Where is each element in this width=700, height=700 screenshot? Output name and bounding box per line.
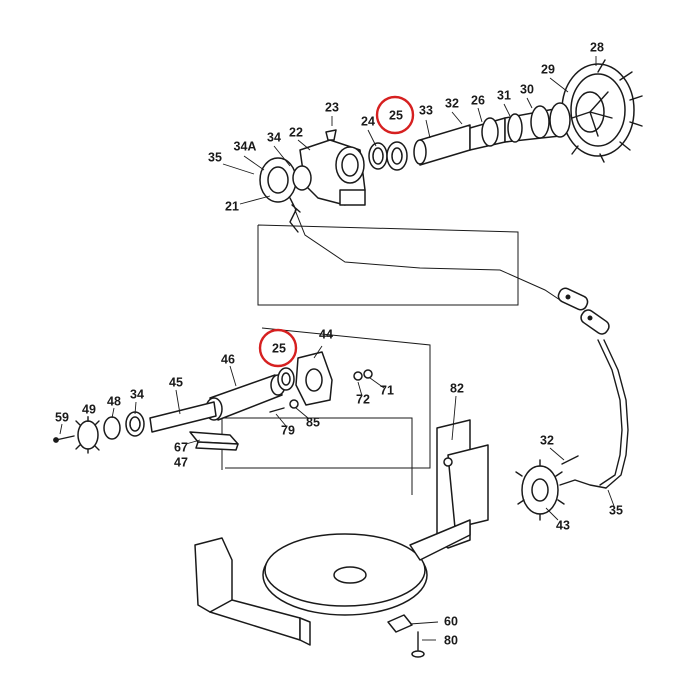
lower-chain-35 — [559, 339, 629, 489]
gear-49 — [75, 416, 100, 454]
part-label-48[interactable]: 48 — [107, 394, 121, 408]
part-label-23[interactable]: 23 — [325, 100, 339, 114]
frame-82 — [436, 419, 489, 549]
highlight-circle-25-lower — [258, 328, 298, 368]
bracket-67-47 — [189, 431, 239, 451]
part-label-82[interactable]: 82 — [450, 381, 464, 395]
part-label-30[interactable]: 30 — [520, 82, 534, 96]
housing-44 — [295, 351, 333, 406]
part-label-34-lower[interactable]: 34 — [130, 387, 144, 401]
part-label-31[interactable]: 31 — [497, 88, 511, 102]
part-label-33[interactable]: 33 — [419, 103, 433, 117]
base-frame — [194, 537, 311, 646]
turntable-disc — [262, 519, 471, 616]
part-label-45[interactable]: 45 — [169, 375, 183, 389]
part-labels: 28 29 30 31 26 32 33 25 24 23 22 34 34A … — [55, 40, 623, 647]
part-label-71[interactable]: 71 — [380, 383, 394, 397]
tube-46 — [205, 374, 286, 421]
part-label-26[interactable]: 26 — [471, 93, 485, 107]
upper-bearings-24-25 — [368, 141, 408, 171]
part-label-22[interactable]: 22 — [289, 125, 303, 139]
upper-chain-link — [557, 287, 610, 335]
part-label-67[interactable]: 67 — [174, 440, 188, 454]
leader-lines — [59, 56, 615, 641]
part-label-34A[interactable]: 34A — [234, 139, 257, 153]
part-label-25-upper[interactable]: 25 — [389, 108, 403, 122]
highlight-circle-25-upper — [375, 95, 415, 135]
bearings-48-34 — [103, 411, 145, 440]
part-label-85[interactable]: 85 — [306, 415, 320, 429]
bearing-housing-22 — [299, 129, 366, 206]
part-label-21[interactable]: 21 — [225, 199, 239, 213]
part-label-59[interactable]: 59 — [55, 410, 69, 424]
bolts-79-85-71-72 — [269, 369, 373, 413]
bolt-80 — [411, 631, 425, 658]
bearing-25-lower — [277, 367, 295, 391]
pin-32-lower — [561, 455, 579, 465]
part-label-34-upper[interactable]: 34 — [267, 130, 281, 144]
part-label-35-lower[interactable]: 35 — [609, 503, 623, 517]
upper-sprocket-28 — [561, 59, 643, 163]
part-label-46[interactable]: 46 — [221, 352, 235, 366]
sprocket-43 — [515, 459, 565, 521]
part-label-47[interactable]: 47 — [174, 455, 188, 469]
part-label-32-lower[interactable]: 32 — [540, 433, 554, 447]
clip-60 — [387, 614, 413, 633]
part-label-24[interactable]: 24 — [361, 114, 375, 128]
part-label-72[interactable]: 72 — [356, 392, 370, 406]
shaft-45 — [149, 401, 217, 433]
part-label-28[interactable]: 28 — [590, 40, 604, 54]
part-label-25-lower[interactable]: 25 — [272, 341, 286, 355]
upper-shaft-33 — [413, 102, 571, 166]
upper-small-sprocket-34A — [259, 157, 312, 233]
part-label-35-upper[interactable]: 35 — [208, 150, 222, 164]
part-label-44[interactable]: 44 — [319, 327, 333, 341]
part-label-29[interactable]: 29 — [541, 62, 555, 76]
pin-59 — [53, 435, 75, 443]
part-label-32-upper[interactable]: 32 — [445, 96, 459, 110]
highlight-marks — [258, 95, 415, 368]
part-label-49[interactable]: 49 — [82, 402, 96, 416]
part-label-79[interactable]: 79 — [281, 423, 295, 437]
part-label-80[interactable]: 80 — [444, 633, 458, 647]
part-label-60[interactable]: 60 — [444, 614, 458, 628]
part-label-43[interactable]: 43 — [556, 518, 570, 532]
